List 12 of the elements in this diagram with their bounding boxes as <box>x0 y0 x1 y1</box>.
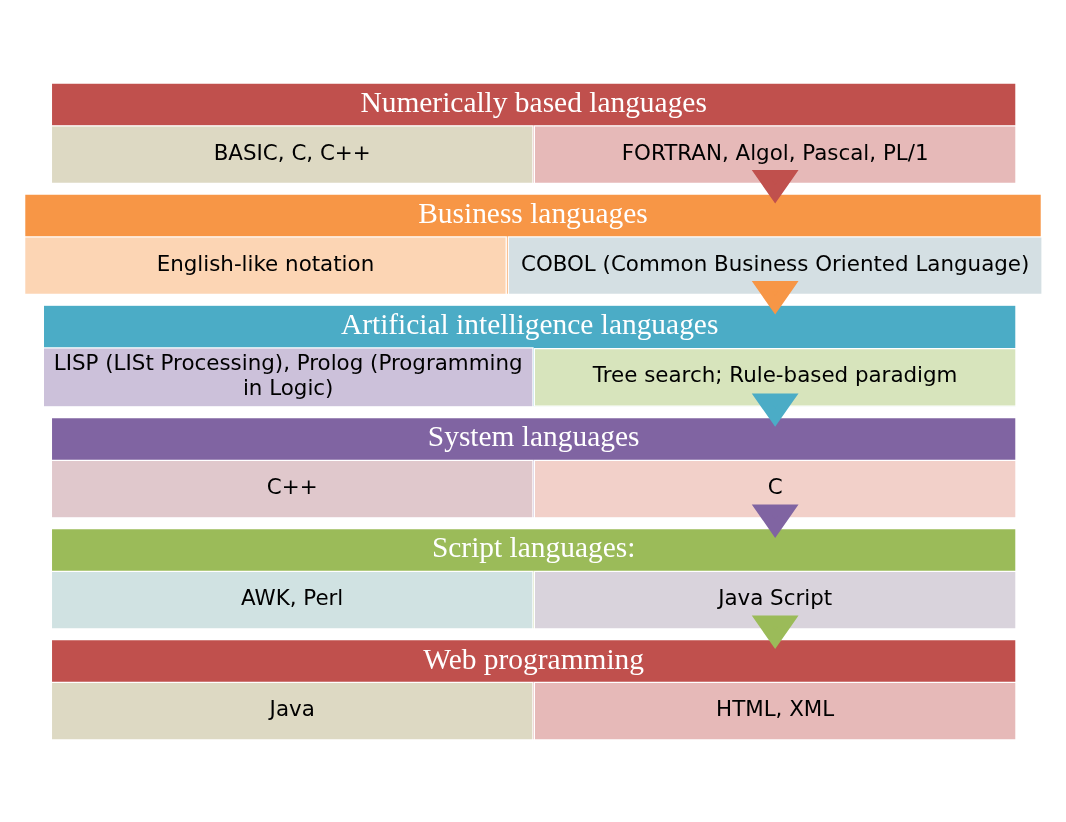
arrow <box>751 280 799 314</box>
node-box: English-like notation <box>23 235 507 295</box>
node-box: BASIC, C, C++ <box>50 124 534 184</box>
arrow <box>751 169 799 203</box>
node-box: HTML, XML <box>533 681 1017 741</box>
node-box: C++ <box>50 459 534 519</box>
node-box: AWK, Perl <box>50 570 534 630</box>
arrow <box>751 615 799 649</box>
arrow <box>751 392 799 427</box>
node-box: LISP (LISt Processing), Prolog (Programming in Logic) <box>42 346 534 407</box>
arrow <box>751 503 799 538</box>
node-box: Java <box>50 681 534 741</box>
